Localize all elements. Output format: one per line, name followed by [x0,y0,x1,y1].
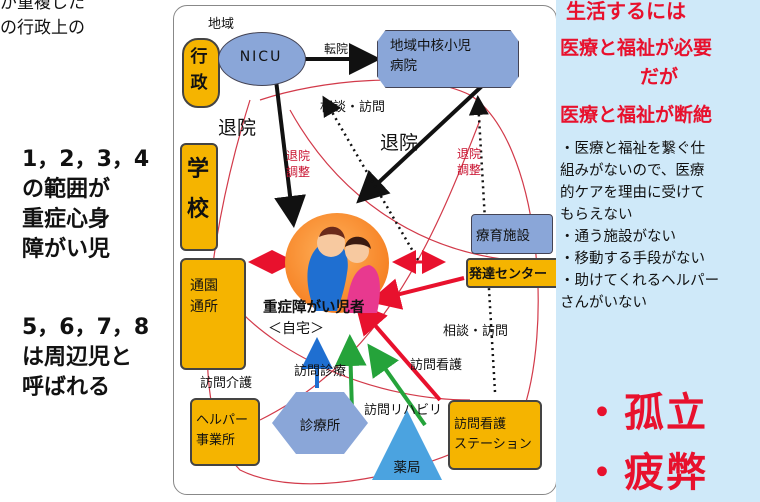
school-box [180,143,218,251]
group-2-line: 呼ばれる [22,375,111,400]
nicu-label: NICU [239,49,283,65]
adjust-left-label: 退院 調整 [286,149,311,179]
discharge-arrow-left [273,71,306,228]
panel-title-4: 医療と福祉が断絶 [560,104,713,126]
problem-line: ・助けてくれるヘルパー [560,273,720,289]
region-label: 地域 [208,17,235,32]
home-care-label: 訪問介護 [200,376,253,391]
problem-line: さんがいない [560,295,647,311]
problem-panel [556,0,760,502]
school-label: 学 校 [186,157,209,222]
day-facility-box [180,258,246,370]
dev-center-label: 発達センター [469,267,548,282]
problem-list: ・医療と福祉を繋ぐ仕 組みがないので、医療 的ケアを理由に受けて もらえない ・… [560,138,719,314]
consult-dotted-arrow [322,95,420,261]
home-visit-label: 訪問診療 [294,364,347,379]
nursing-arrow [354,301,442,402]
group-1-line: 1，2，3，4 [22,147,150,172]
clinic-label: 診療所 [299,418,341,434]
left-top-line-1: が重複した [0,0,85,13]
left-top-line-2: の行政上の [0,18,85,38]
clinic-node [272,392,368,454]
panel-title-1: 生活するには [566,0,686,23]
rehab-facility-box [471,214,553,254]
hospital-label: 地域中核小児 病院 [390,38,471,74]
problem-line: もらえない [560,207,633,223]
station-dotted-arrow [468,95,497,393]
problem-line: 組みがないので、医療 [560,163,705,179]
hospital-node [377,30,519,88]
pharmacy-label: 薬局 [393,460,421,476]
group-2-line: は周辺児と [22,345,133,370]
pharmacy-arrow [367,343,427,427]
problem-line: ・移動する手段がない [560,251,705,267]
nursing-station-label: 訪問看護 ステーション [454,417,532,452]
problem-line: ・医療と福祉を繋ぐ仕 [560,141,705,157]
group-1-line: 障がい児 [22,237,111,262]
dev-center-arrow [368,276,465,310]
problem-line: ・通う施設がない [560,229,676,245]
adjust-right-label: 退院 調整 [457,147,482,177]
group-1-text: 1，2，3，4 の範囲が 重症心身 障がい児 [22,145,149,265]
helper-box [190,398,260,466]
isolation-label: ・孤立 [582,390,708,436]
home-label: ＜自宅＞ [268,321,324,337]
group-1-line: の範囲が [22,177,111,202]
panel-title-2: 医療と福祉が必要 [560,37,713,59]
rehab-facility-label: 療育施設 [476,228,530,244]
discharge-arrow-right [356,84,484,204]
transfer-label: 転院 [324,42,349,56]
discharge-right-label: 退院 [380,132,419,154]
home-rehab-arrow [334,334,367,413]
group-2-text: 5，6，7，8 は周辺児と 呼ばれる [22,313,149,403]
consult-right-label: 相談・訪問 [443,324,509,339]
problem-line: 的ケアを理由に受けて [560,185,705,201]
parent-child-illustration [307,226,380,313]
government-label: 行 政 [190,47,208,93]
nursing-station-box [448,400,542,470]
helper-label: ヘルパー 事業所 [196,413,249,448]
group-2-line: 5，6，7，8 [22,315,150,340]
consult-top-label: 相談・訪問 [320,100,386,115]
day-facility-label: 通園 通所 [190,278,218,315]
group-1-line: 重症心身 [22,207,111,232]
child-label: 重症障がい児者 [263,300,365,316]
panel-title-3: だが [640,66,679,88]
home-rehab-label: 訪問リハビリ [364,403,443,418]
nicu-node [218,32,306,86]
government-box [182,38,220,108]
home-nursing-label: 訪問看護 [410,358,463,373]
exhaustion-label: ・疲弊 [582,450,708,496]
discharge-left-label: 退院 [218,117,257,139]
